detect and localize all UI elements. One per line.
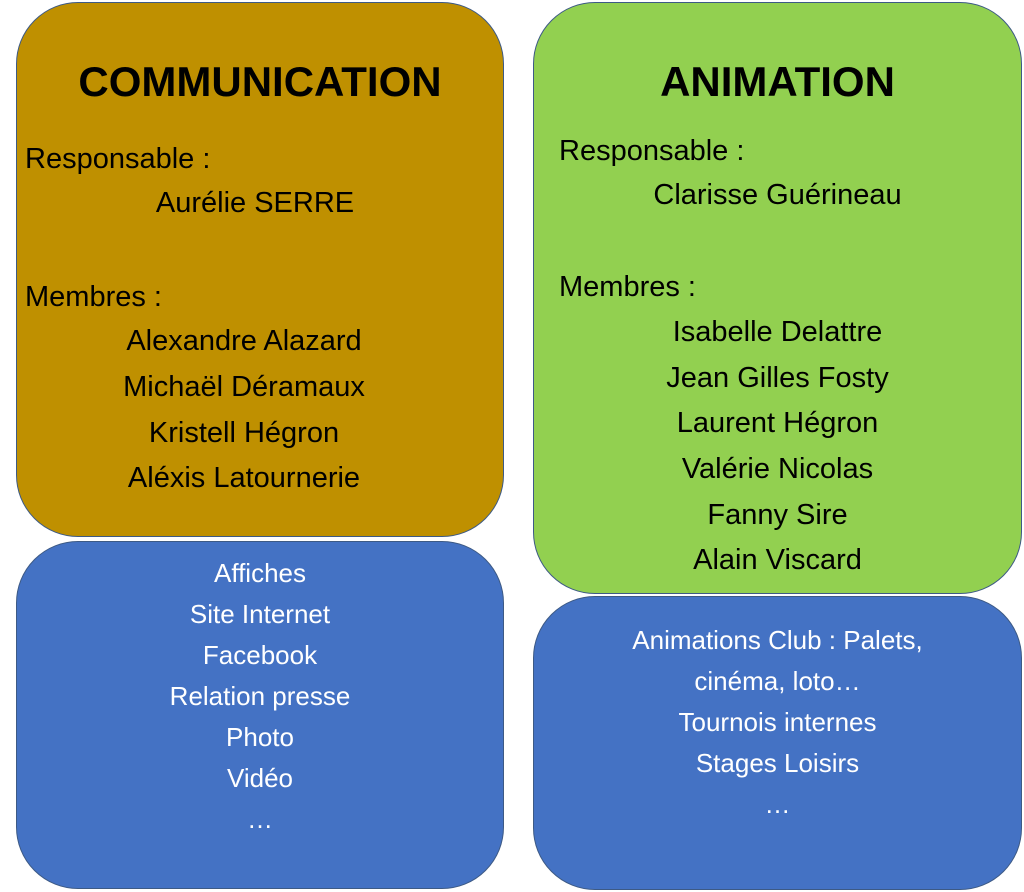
animation-title: ANIMATION (660, 58, 895, 105)
animation-activity: Stages Loisirs (695, 748, 860, 778)
communication-member: Michaël Déramaux (123, 371, 365, 403)
animation-activity: Tournois internes (678, 707, 877, 737)
communication-member: Kristell Hégron (148, 417, 340, 449)
communication-title: COMMUNICATION (78, 58, 442, 105)
animation-responsable-label: Responsable : (559, 135, 745, 167)
communication-member: Aléxis Latournerie (127, 462, 361, 494)
communication-activity: Vidéo (226, 763, 294, 793)
communication-activity: Site Internet (189, 599, 331, 629)
animation-activities-box: Animations Club : Palets, cinéma, loto… … (533, 596, 1022, 890)
communication-member: Alexandre Alazard (126, 325, 362, 357)
communication-activities-box: Affiches Site Internet Facebook Relation… (16, 541, 504, 889)
animation-box: ANIMATION Responsable : Clarisse Guérine… (533, 2, 1022, 594)
communication-activity: Facebook (202, 640, 318, 670)
communication-responsable-name: Aurélie SERRE (155, 187, 355, 219)
animation-member: Fanny Sire (707, 499, 848, 531)
communication-activity: Relation presse (169, 681, 351, 711)
communication-membres-label: Membres : (25, 281, 162, 313)
animation-activity: Animations Club : Palets, (632, 625, 923, 655)
animation-member: Laurent Hégron (676, 407, 879, 439)
animation-member: Isabelle Delattre (672, 316, 883, 348)
animation-responsable-name: Clarisse Guérineau (653, 179, 902, 211)
animation-membres-label: Membres : (559, 271, 696, 303)
communication-responsable-label: Responsable : (25, 143, 211, 175)
communication-activity: Affiches (213, 558, 306, 588)
communication-activity: Photo (226, 722, 294, 752)
communication-activity: … (247, 804, 273, 834)
animation-member: Jean Gilles Fosty (666, 362, 889, 394)
animation-activity: … (764, 789, 791, 819)
animation-activity: cinéma, loto… (694, 666, 861, 696)
communication-box: COMMUNICATION Responsable : Aurélie SERR… (16, 2, 504, 537)
animation-member: Valérie Nicolas (681, 453, 874, 485)
animation-member: Alain Viscard (693, 544, 862, 576)
